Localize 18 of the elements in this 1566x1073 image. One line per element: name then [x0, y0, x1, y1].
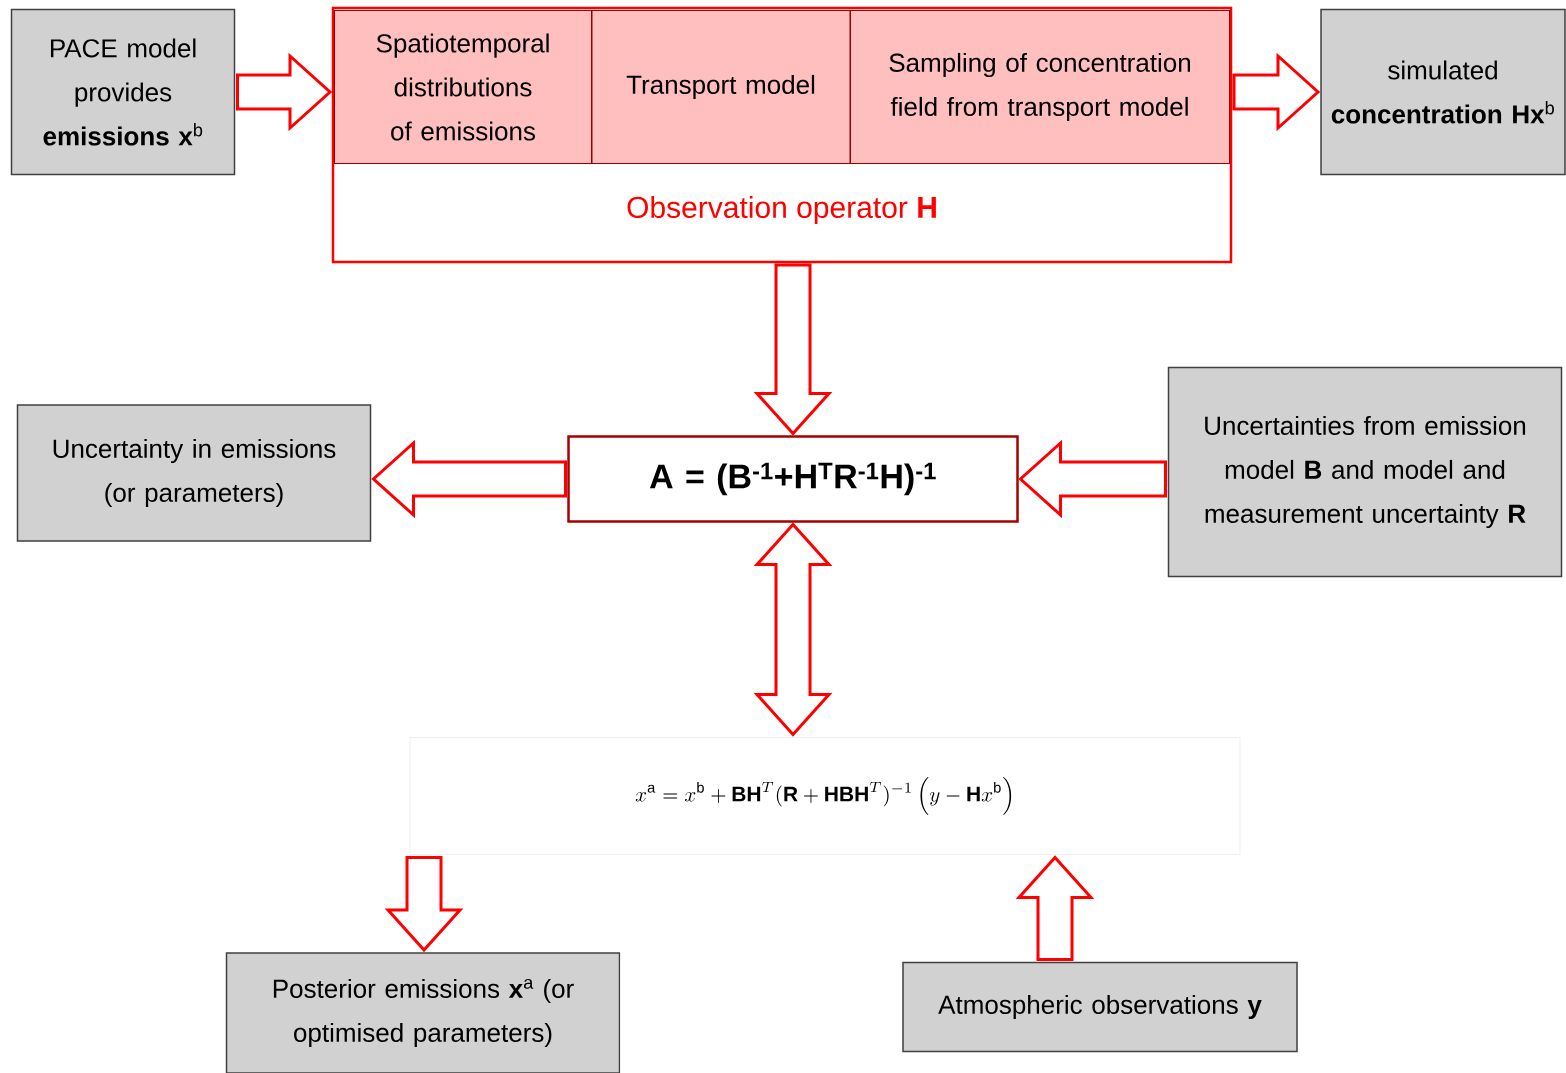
block-arrow [1015, 855, 1095, 961]
process-cell: Sampling of concentration field from transport model [850, 10, 1230, 164]
text-box: Atmospheric observations y [902, 961, 1298, 1053]
formula-box: A = (B$^{-1}$+H$^{T}$R$^{-1}$H)$^{-1}$ [567, 435, 1019, 523]
block-arrow [1018, 439, 1167, 519]
text-box: Uncertainty in emissions (or parameters) [16, 404, 372, 542]
block-arrow [236, 52, 333, 132]
text-box: Uncertainties from emission model B and model and measurement uncertainty R [1167, 366, 1563, 578]
block-arrow [753, 263, 833, 436]
process-cell: Spatiotemporal distributions of emissions [334, 10, 592, 164]
formula-box: $x^{\mathrm{a}} = x^{\mathrm{b}} + \mathbf{BH}^{T}(\mathbf{R}+\mathbf{HBH}^{T})^{-1}\left(y - \mathbf{H}x^{\mathrm{b}}\right)$ [409, 737, 1241, 855]
process-cell: Transport model [591, 10, 851, 164]
block-arrow [371, 439, 567, 519]
text-box: PACE model provides emissions x$^{b}$ [10, 8, 236, 176]
block-arrow [384, 856, 464, 953]
text-box: Posterior emissions x$^{a}$ (or optimised parameters) [225, 952, 621, 1073]
block-arrow [1232, 52, 1321, 132]
text-box: simulated concentration Hx$^{b}$ [1320, 8, 1566, 176]
